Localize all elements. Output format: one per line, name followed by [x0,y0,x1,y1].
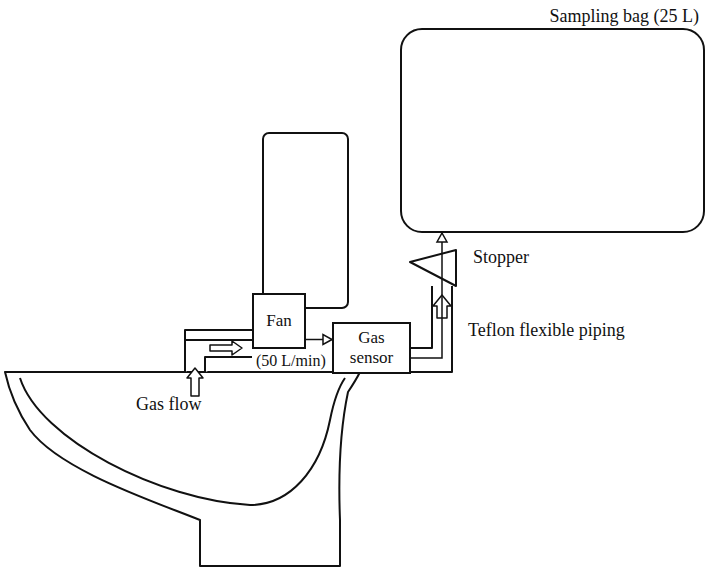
sampling-bag: Sampling bag (25 L) [400,28,705,233]
flow-arrow [210,341,242,355]
box-label: Fan [266,311,292,331]
flow-connector [306,335,332,345]
intake-pipe [185,340,252,372]
gas-flow-arrow [187,368,203,396]
intake-pipe-top [185,330,252,340]
toilet-tank [263,133,348,308]
bag-heading: Sampling bag (25 L) [550,6,699,27]
stopper [410,250,456,286]
teflon-pipe [411,286,452,372]
gas-flow-label: Gas flow [136,394,202,415]
toilet-bowl [5,372,360,566]
sensor-box: Gas sensor [332,322,411,374]
stopper-label: Stopper [473,247,529,268]
flow-connector [411,233,447,358]
bowl-inner [20,378,345,505]
fan-box: Fan(50 L/min) [252,293,306,349]
box-label: Gas sensor [340,328,403,367]
flow-rate: (50 L/min) [256,352,326,370]
piping-label: Teflon flexible piping [468,320,625,341]
